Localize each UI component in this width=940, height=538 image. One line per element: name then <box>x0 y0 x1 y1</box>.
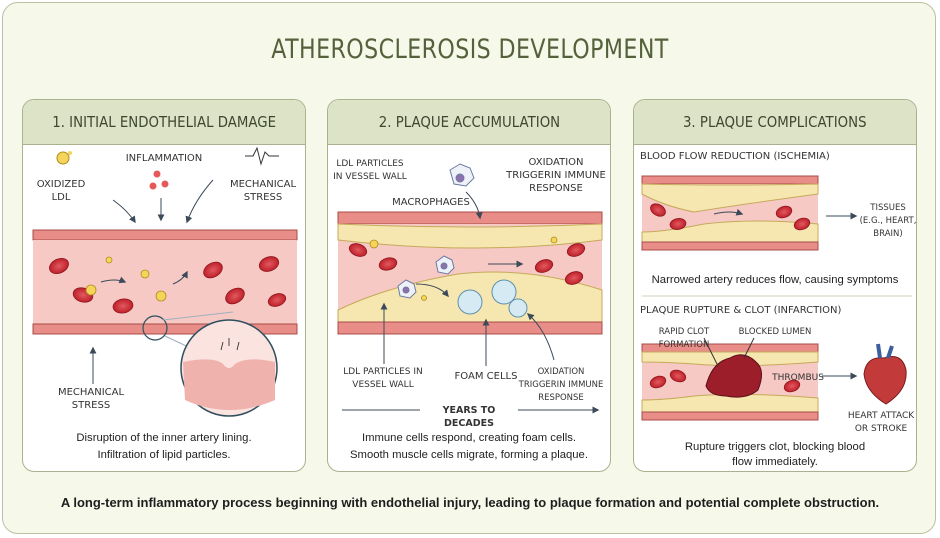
ldl-particles <box>85 256 167 302</box>
label-timeline: YEARS TO DECADES <box>442 405 496 429</box>
label-rapid-clot-formation: RAPID CLOT FORMATION <box>658 327 710 350</box>
panel-3-illustration <box>641 175 912 421</box>
panel-2-header: 2. PLAQUE ACCUMULATION <box>328 100 610 145</box>
foam-cells-shapes <box>457 279 528 318</box>
panel-1-illustration <box>32 146 298 417</box>
ischemia-caption: Narrowed artery reduces flow, causing sy… <box>651 274 899 286</box>
label-oxidized-ldl: OXIDIZED LDL <box>36 179 86 203</box>
panel-2-title: 2. PLAQUE ACCUMULATION <box>378 113 560 131</box>
heart-icon <box>863 343 907 405</box>
vessel-wall-top <box>32 229 298 241</box>
panel-1-header: 1. INITIAL ENDOTHELIAL DAMAGE <box>23 100 305 145</box>
panel-3-header: 3. PLAQUE COMPLICATIONS <box>634 100 916 145</box>
panel-3-title: 3. PLAQUE COMPLICATIONS <box>683 113 867 131</box>
arrow-mechanical-stress-top <box>185 179 214 224</box>
macrophage-cells <box>397 163 475 299</box>
panel-1-title: 1. INITIAL ENDOTHELIAL DAMAGE <box>52 113 276 131</box>
plaque-upper <box>337 223 603 249</box>
label-tissues: TISSUES (E.G., HEART, BRAIN) <box>859 203 917 239</box>
diagram-title: ATHEROSCLEROSIS DEVELOPMENT <box>271 34 669 65</box>
inflammation-icon <box>149 170 169 190</box>
panel-2-caption-line-1: Immune cells respond, creating foam cell… <box>361 432 577 444</box>
panel-2-caption-line-2: Smooth muscle cells migrate, forming a p… <box>350 449 588 461</box>
diagram-footer: A long-term inflammatory process beginni… <box>60 495 880 510</box>
oxidized-ldl-icon <box>56 151 72 165</box>
panel-2-illustration <box>337 163 603 414</box>
label-foam-cells: FOAM CELLS <box>454 371 518 382</box>
panel-1-caption-line-2: Infiltration of lipid particles. <box>97 449 231 461</box>
vessel-lumen <box>33 240 297 324</box>
label-thrombus: THROMBUS <box>772 373 824 383</box>
thrombus-shape <box>705 354 762 398</box>
red-blood-cells <box>49 256 287 314</box>
label-inflammation: INFLAMMATION <box>125 153 203 164</box>
mechanical-stress-icon <box>245 146 279 166</box>
label-heart-attack: HEART ATTACK OR STROKE <box>847 411 915 434</box>
label-mechanical-stress-bottom: MECHANICAL STRESS <box>57 387 125 411</box>
label-macrophages: MACROPHAGES <box>392 197 470 208</box>
label-oxidation-bottom: OXIDATION TRIGGERIN IMMUNE RESPONSE <box>518 367 604 403</box>
damage-site-marker <box>142 315 168 341</box>
panel-plaque-accumulation: 2. PLAQUE ACCUMULATION <box>327 99 611 472</box>
label-blocked-lumen: BLOCKED LUMEN <box>738 327 812 337</box>
panel-plaque-complications: 3. PLAQUE COMPLICATIONS <box>633 99 917 472</box>
label-ldl-top: LDL PARTICLES IN VESSEL WALL <box>333 159 407 182</box>
rupture-caption: Rupture triggers clot, blocking blood fl… <box>684 441 866 468</box>
heading-blood-flow-reduction: BLOOD FLOW REDUCTION (ISCHEMIA) <box>640 151 830 162</box>
red-blood-cells <box>348 243 586 285</box>
label-ldl-bottom: LDL PARTICLES IN VESSEL WALL <box>343 367 423 390</box>
panel-initial-damage: 1. INITIAL ENDOTHELIAL DAMAGE <box>22 99 306 472</box>
label-mechanical-stress-top: MECHANICAL STRESS <box>229 179 297 203</box>
panel-1-caption-line-1: Disruption of the inner artery lining. <box>76 432 252 444</box>
label-oxidation-top: OXIDATION TRIGGERIN IMMUNE RESPONSE <box>506 157 606 194</box>
arrow-oxidized-ldl <box>112 199 136 224</box>
heading-plaque-rupture: PLAQUE RUPTURE & CLOT (INFARCTION) <box>640 305 842 316</box>
